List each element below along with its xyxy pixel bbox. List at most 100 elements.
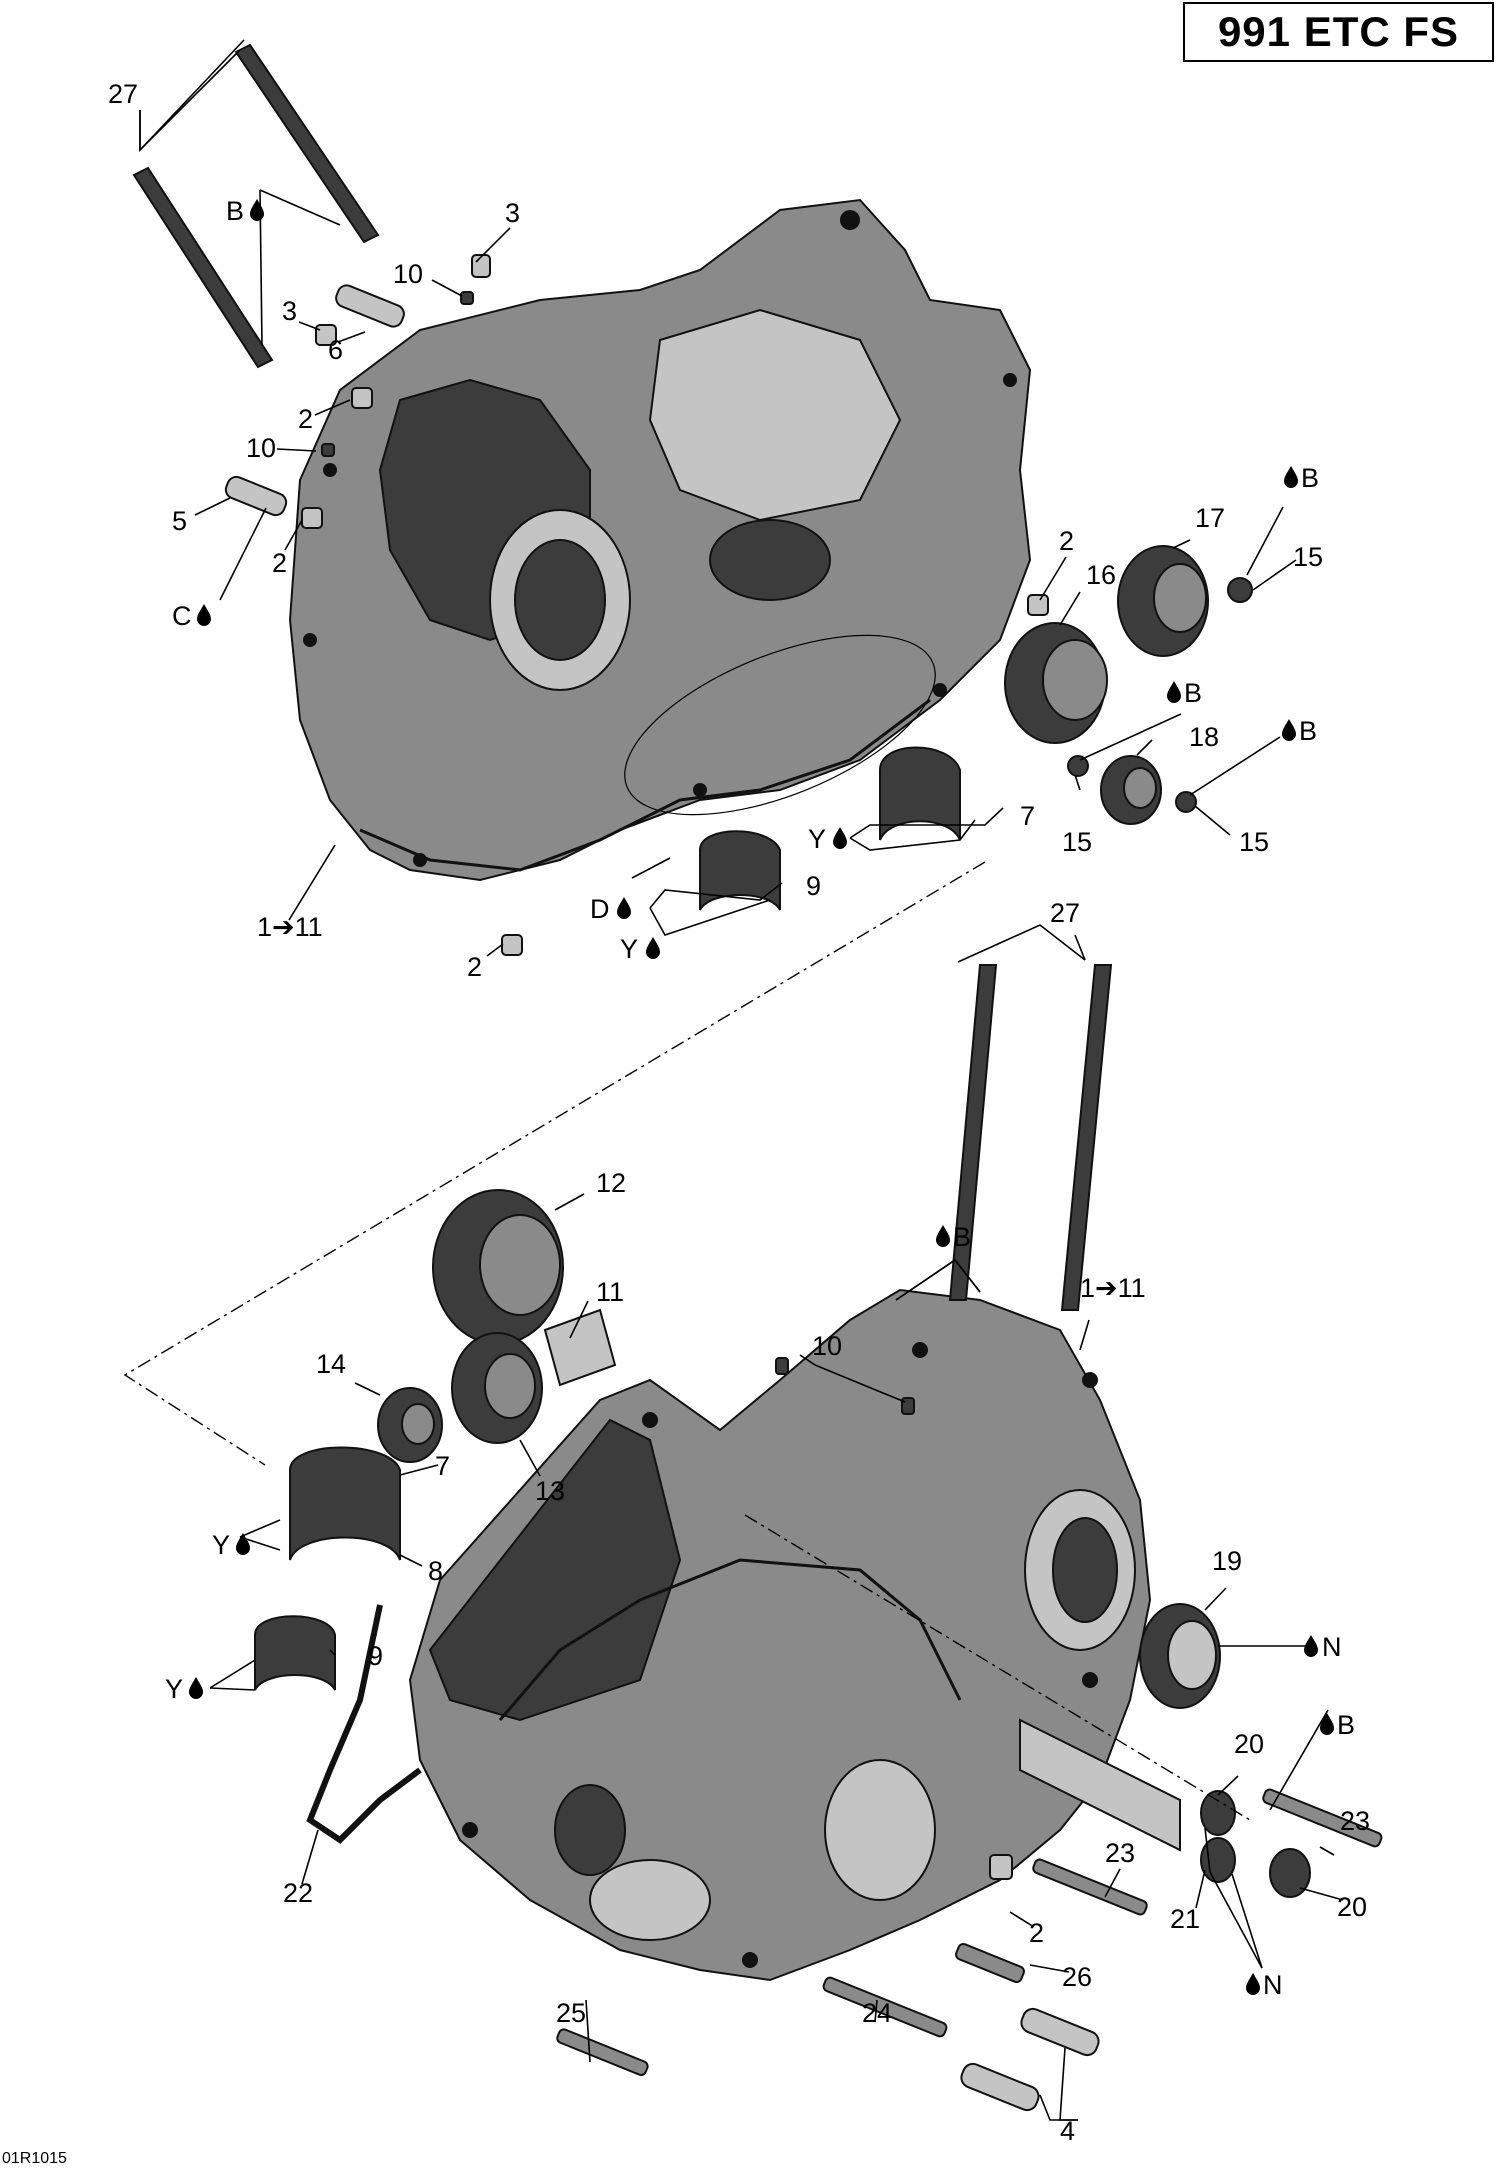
callout-2: 2 [272,548,287,578]
lubricant-marker-B: B [936,1222,971,1252]
callout-27: 27 [108,79,138,109]
callout-10: 10 [812,1331,842,1361]
callout-2: 2 [1059,526,1074,556]
leader-lines [139,39,1344,2121]
callout-10: 10 [246,433,276,463]
callout-26: 26 [1062,1962,1092,1992]
lubricant-marker-Y: Y [620,934,660,964]
callout-7: 7 [1020,801,1035,831]
oil-drop-icon [1320,1713,1334,1735]
svg-text:B: B [1184,678,1202,708]
upper-crankcase-half [288,198,1032,882]
oil-drop-icon [646,937,660,959]
svg-text:Y: Y [620,934,638,964]
svg-text:N: N [1263,1970,1283,2000]
callout-10: 10 [393,259,423,289]
callout-24: 24 [862,1998,892,2028]
lubricant-marker-B: B [1282,716,1317,746]
svg-text:Y: Y [165,1674,183,1704]
svg-text:B: B [1301,463,1319,493]
lower-bolts [556,1357,1383,2112]
callout-14: 14 [316,1349,346,1379]
svg-text:C: C [172,601,192,631]
lubricant-marker-B: B [1284,463,1319,493]
oil-drop-icon [1284,466,1298,488]
callout-2: 2 [298,404,313,434]
lubricant-marker-N: N [1304,1632,1342,1662]
upper-half-bearings [699,746,961,911]
callout-20: 20 [1337,1892,1367,1922]
lubricant-marker-B: B [1320,1710,1355,1740]
callout-4: 4 [1060,2116,1075,2146]
upper-bearings [1004,545,1253,825]
callout-23: 23 [1340,1806,1370,1836]
model-code: 991 ETC FS [1217,8,1460,55]
oil-drop-icon [1282,719,1296,741]
callout-21: 21 [1170,1904,1200,1934]
callout-1-to-11: 1➔11 [1080,1273,1146,1303]
callout-15: 15 [1239,827,1269,857]
callout-8: 8 [428,1556,443,1586]
oil-drop-icon [833,827,847,849]
svg-text:B: B [226,196,244,226]
lubricant-marker-B: B [226,196,264,226]
callout-16: 16 [1086,560,1116,590]
oil-drop-icon [189,1677,203,1699]
callout-25: 25 [556,1998,586,2028]
svg-text:Y: Y [808,824,826,854]
callout-3: 3 [505,198,520,228]
callout-18: 18 [1189,722,1219,752]
lubricant-marker-N: N [1246,1970,1283,2000]
diagram-reference-code: 01R1015 [2,2150,67,2167]
callout-labels: 27 3 10 3 6 2 10 5 2 2 16 17 15 18 15 15… [108,79,1370,2146]
callout-6: 6 [328,335,343,365]
callout-12: 12 [596,1168,626,1198]
callout-15: 15 [1293,542,1323,572]
lower-half-bearings [254,1446,401,1691]
lubricant-markers: B C B B B Y D Y [165,196,1355,2000]
lubricant-marker-Y: Y [165,1674,203,1704]
oil-seals [1139,1603,1311,1898]
svg-text:N: N [1322,1632,1342,1662]
svg-text:B: B [1337,1710,1355,1740]
lubricant-marker-Y: Y [212,1530,250,1560]
stud-27-lower [948,964,1113,1311]
oil-drop-icon [197,604,211,626]
lubricant-marker-C: C [172,601,211,631]
svg-text:D: D [590,894,610,924]
lubricant-marker-Y: Y [808,824,847,854]
callout-9: 9 [368,1641,383,1671]
callout-2: 2 [1029,1918,1044,1948]
callout-17: 17 [1195,503,1225,533]
callout-15: 15 [1062,827,1092,857]
svg-text:B: B [1299,716,1317,746]
gasket-22 [306,1604,422,1844]
oil-drop-icon [236,1533,250,1555]
callout-7: 7 [435,1451,450,1481]
callout-13: 13 [535,1476,565,1506]
lower-crankcase-half [408,1288,1181,1982]
callout-5: 5 [172,506,187,536]
upper-dowels [224,254,1049,956]
lower-bearings [377,1189,617,1463]
callout-20: 20 [1234,1729,1264,1759]
lubricant-marker-B: B [1167,678,1202,708]
callout-3: 3 [282,296,297,326]
svg-text:B: B [953,1222,971,1252]
oil-drop-icon [1246,1973,1260,1995]
oil-drop-icon [250,199,264,221]
callout-27: 27 [1050,898,1080,928]
callout-23: 23 [1105,1838,1135,1868]
oil-drop-icon [617,897,631,919]
oil-drop-icon [1167,681,1181,703]
oil-drop-icon [936,1225,950,1247]
svg-text:Y: Y [212,1530,230,1560]
callout-2: 2 [467,952,482,982]
callout-1-to-11: 1➔11 [257,912,323,942]
oil-drop-icon [1304,1635,1318,1657]
stud-27-upper [132,43,380,369]
callout-22: 22 [283,1878,313,1908]
callout-19: 19 [1212,1546,1242,1576]
model-code-box: 991 ETC FS [1183,2,1494,62]
